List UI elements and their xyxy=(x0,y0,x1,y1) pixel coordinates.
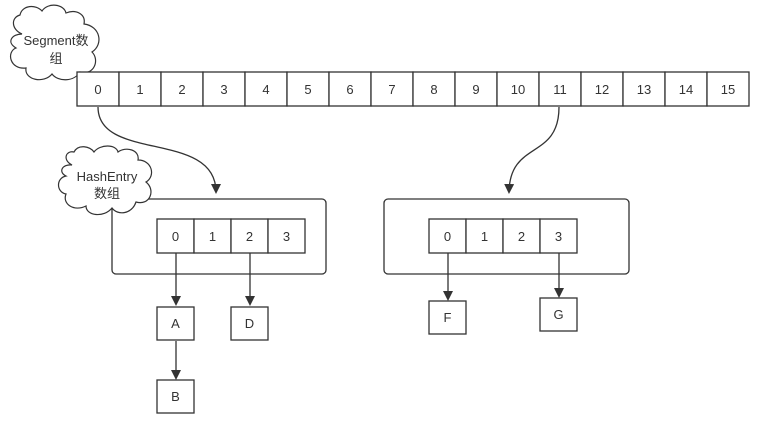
hashentry-table-2-cell-2-label: 2 xyxy=(518,229,525,244)
entry-node-f: F xyxy=(428,300,467,335)
segment-cell-11: 11 xyxy=(538,71,582,107)
hashentry-table-2-cell-3: 3 xyxy=(539,218,578,254)
segment-cell-7-label: 7 xyxy=(388,82,395,97)
hashentry-table-2-cell-3-label: 3 xyxy=(555,229,562,244)
segment-cell-9-label: 9 xyxy=(472,82,479,97)
hashentry-table-1-cell-3-label: 3 xyxy=(283,229,290,244)
hashentry-cloud-shape xyxy=(57,145,153,216)
segment-cell-12: 12 xyxy=(580,71,624,107)
segment-cell-11-label: 11 xyxy=(553,82,567,97)
segment-cell-13-label: 13 xyxy=(637,82,651,97)
segment-array-cloud: Segment数 组 xyxy=(9,4,100,81)
entry-node-f-label: F xyxy=(444,310,452,325)
segment-cell-2: 2 xyxy=(160,71,204,107)
segment-cloud-label-line1: Segment数 xyxy=(23,33,88,48)
entry-node-b: B xyxy=(156,379,195,414)
segment-cell-6-label: 6 xyxy=(346,82,353,97)
hashentry-table-2: 0 1 2 3 xyxy=(428,218,578,254)
hashentry-table-1-cell-2: 2 xyxy=(230,218,269,254)
hashentry-table-2-cell-1-label: 1 xyxy=(481,229,488,244)
segment-cell-8-label: 8 xyxy=(430,82,437,97)
segment-cell-1-label: 1 xyxy=(136,82,143,97)
entry-node-g: G xyxy=(539,297,578,332)
entry-node-g-label: G xyxy=(553,307,563,322)
hashentry-table-1-cell-0-label: 0 xyxy=(172,229,179,244)
segment-11-to-table-2-arrow xyxy=(504,106,560,194)
hashentry-table-1-cell-2-label: 2 xyxy=(246,229,253,244)
hashentry-cloud-label-line2: 数组 xyxy=(94,186,120,201)
segment-cell-15-label: 15 xyxy=(721,82,735,97)
segment-cloud-shape xyxy=(9,4,100,81)
segment-cell-3-label: 3 xyxy=(220,82,227,97)
segment-cell-15: 15 xyxy=(706,71,750,107)
segment-cell-10: 10 xyxy=(496,71,540,107)
segment-cell-14: 14 xyxy=(664,71,708,107)
segment-cell-0-label: 0 xyxy=(94,82,101,97)
segment-cell-9: 9 xyxy=(454,71,498,107)
segment-cell-4: 4 xyxy=(244,71,288,107)
segment-cell-13: 13 xyxy=(622,71,666,107)
segment-cell-14-label: 14 xyxy=(679,82,693,97)
segment-cell-0: 0 xyxy=(76,71,120,107)
segment-cell-6: 6 xyxy=(328,71,372,107)
hashentry-table-2-cell-0-label: 0 xyxy=(444,229,451,244)
segment-cell-2-label: 2 xyxy=(178,82,185,97)
hashentry-table-1-cell-3: 3 xyxy=(267,218,306,254)
segment-cell-8: 8 xyxy=(412,71,456,107)
segment-cloud-label-line2: 组 xyxy=(49,51,62,66)
segment-cell-3: 3 xyxy=(202,71,246,107)
segment-cell-1: 1 xyxy=(118,71,162,107)
segment-0-to-table-1-arrow xyxy=(97,106,221,194)
hashentry-table-1-cell-0: 0 xyxy=(156,218,195,254)
segment-cell-12-label: 12 xyxy=(595,82,609,97)
hashentry-table-1-cell-1-label: 1 xyxy=(209,229,216,244)
entry-node-d-label: D xyxy=(245,316,254,331)
entry-node-d: D xyxy=(230,306,269,341)
entry-node-a: A xyxy=(156,306,195,341)
hashentry-table-2-cell-1: 1 xyxy=(465,218,504,254)
segment-cell-4-label: 4 xyxy=(262,82,269,97)
entry-node-a-label: A xyxy=(171,316,180,331)
hashentry-table-2-cell-0: 0 xyxy=(428,218,467,254)
hashentry-table-1-cell-1: 1 xyxy=(193,218,232,254)
hashentry-table-1: 0 1 2 3 xyxy=(156,218,306,254)
segment-cell-5-label: 5 xyxy=(304,82,311,97)
hashentry-cloud-label-line1: HashEntry xyxy=(77,169,138,184)
segment-cell-7: 7 xyxy=(370,71,414,107)
entry-node-b-label: B xyxy=(171,389,180,404)
hashentry-array-cloud: HashEntry 数组 xyxy=(57,145,153,216)
hashentry-table-2-cell-2: 2 xyxy=(502,218,541,254)
segment-cell-5: 5 xyxy=(286,71,330,107)
segment-cell-10-label: 10 xyxy=(511,82,525,97)
